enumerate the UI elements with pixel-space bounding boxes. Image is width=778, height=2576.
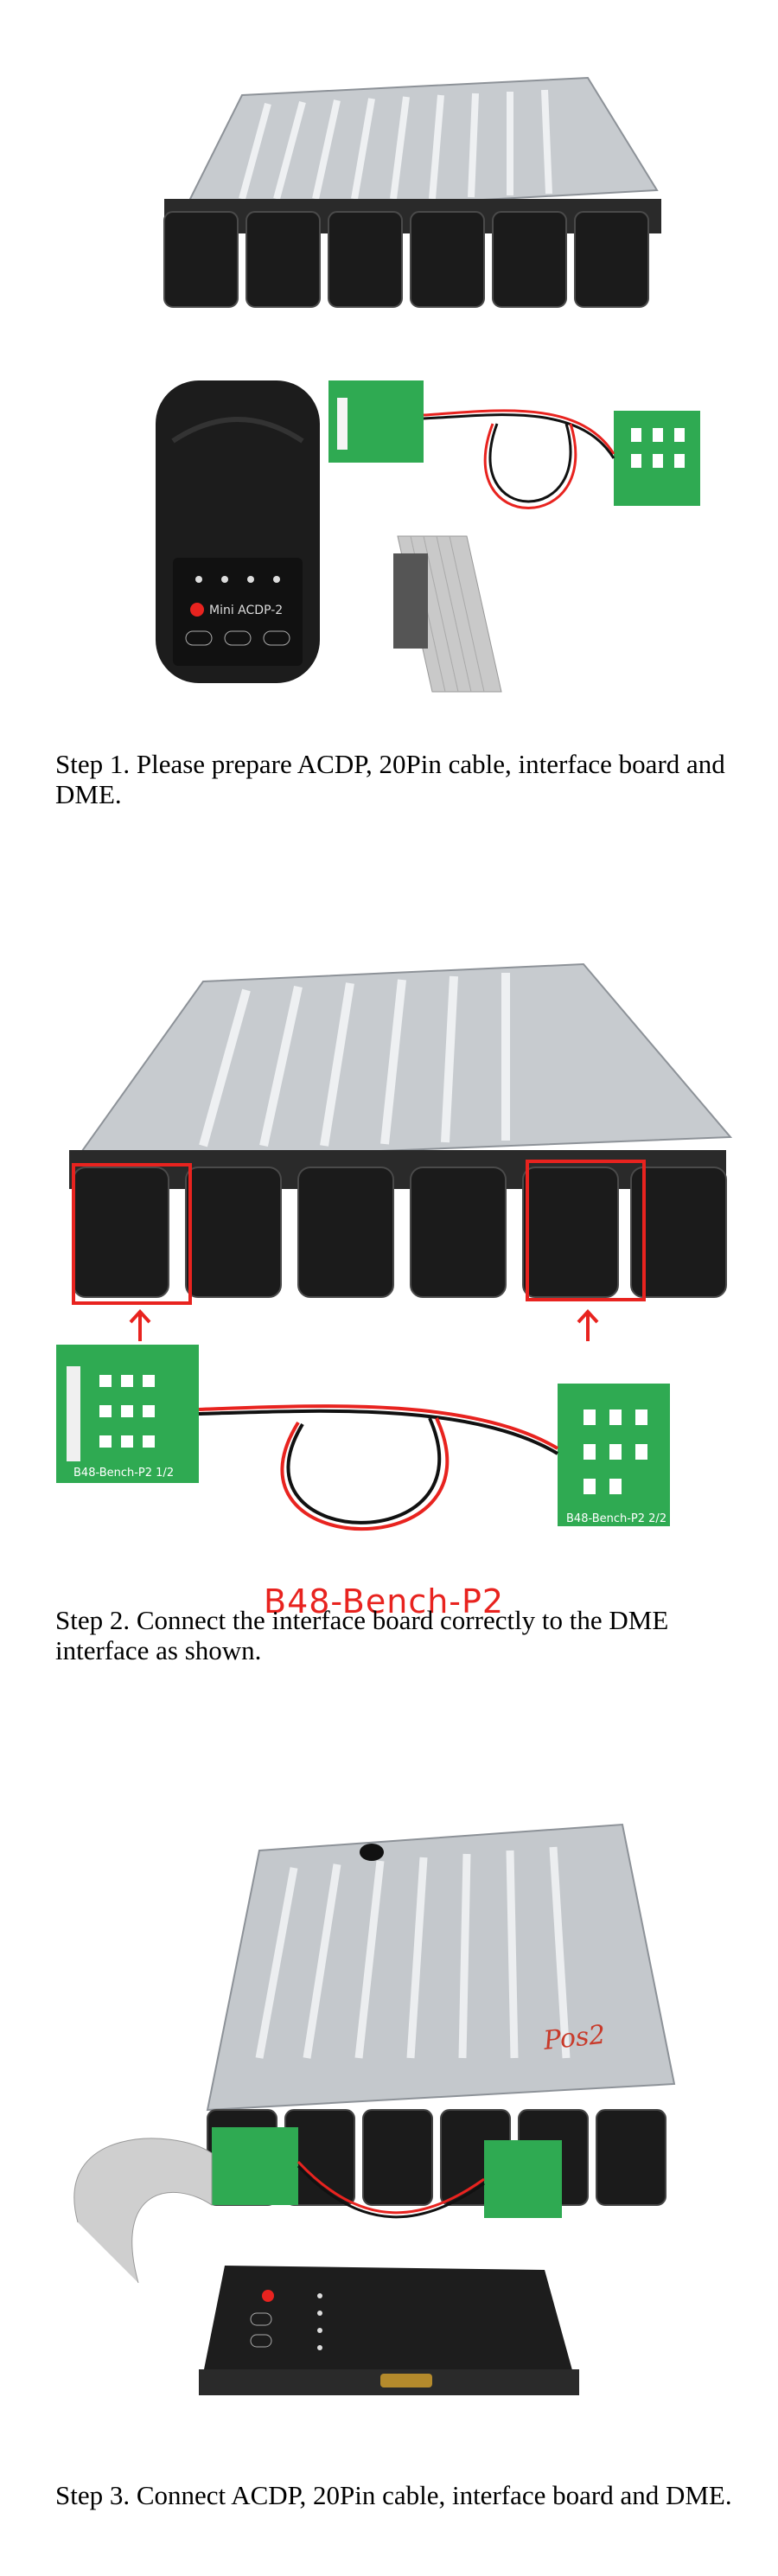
figure-caption: B48-Bench-P2 <box>264 1582 505 1620</box>
highlight-connector-right <box>526 1160 646 1301</box>
figure-2: B48-Bench-P2 1/2 B48-Bench-P2 2/2 B48-Be… <box>48 947 752 1647</box>
step-1-text: Step 1. Please prepare ACDP, 20Pin cable… <box>55 749 725 809</box>
ribbon-cable-image <box>393 535 502 693</box>
step-2-text: Step 2. Connect the interface board corr… <box>55 1605 669 1665</box>
interface-board-image <box>328 380 700 509</box>
acdp-device-image: Mini ACDP-2 <box>156 380 320 683</box>
figure-1: Mini ACDP-2 <box>78 35 717 700</box>
highlight-connector-left <box>72 1163 192 1305</box>
assembly-photo: Pos2 <box>73 1823 676 2395</box>
board-label-2: B48-Bench-P2 2/2 <box>566 1512 666 1525</box>
figure-3: Pos2 <box>61 1799 683 2404</box>
arrow-up-icon <box>129 1309 151 1341</box>
arrow-up-icon <box>577 1309 599 1341</box>
step-3-text: Step 3. Connect ACDP, 20Pin cable, inter… <box>55 2480 732 2510</box>
dme-ecu-image <box>69 962 733 1305</box>
interface-board-image: B48-Bench-P2 1/2 B48-Bench-P2 2/2 <box>56 1345 670 1531</box>
handwritten-mark: Pos2 <box>541 2020 607 2056</box>
board-label-1: B48-Bench-P2 1/2 <box>73 1467 174 1480</box>
dme-ecu-image <box>163 76 661 308</box>
device-brand-label: Mini ACDP-2 <box>209 604 283 617</box>
